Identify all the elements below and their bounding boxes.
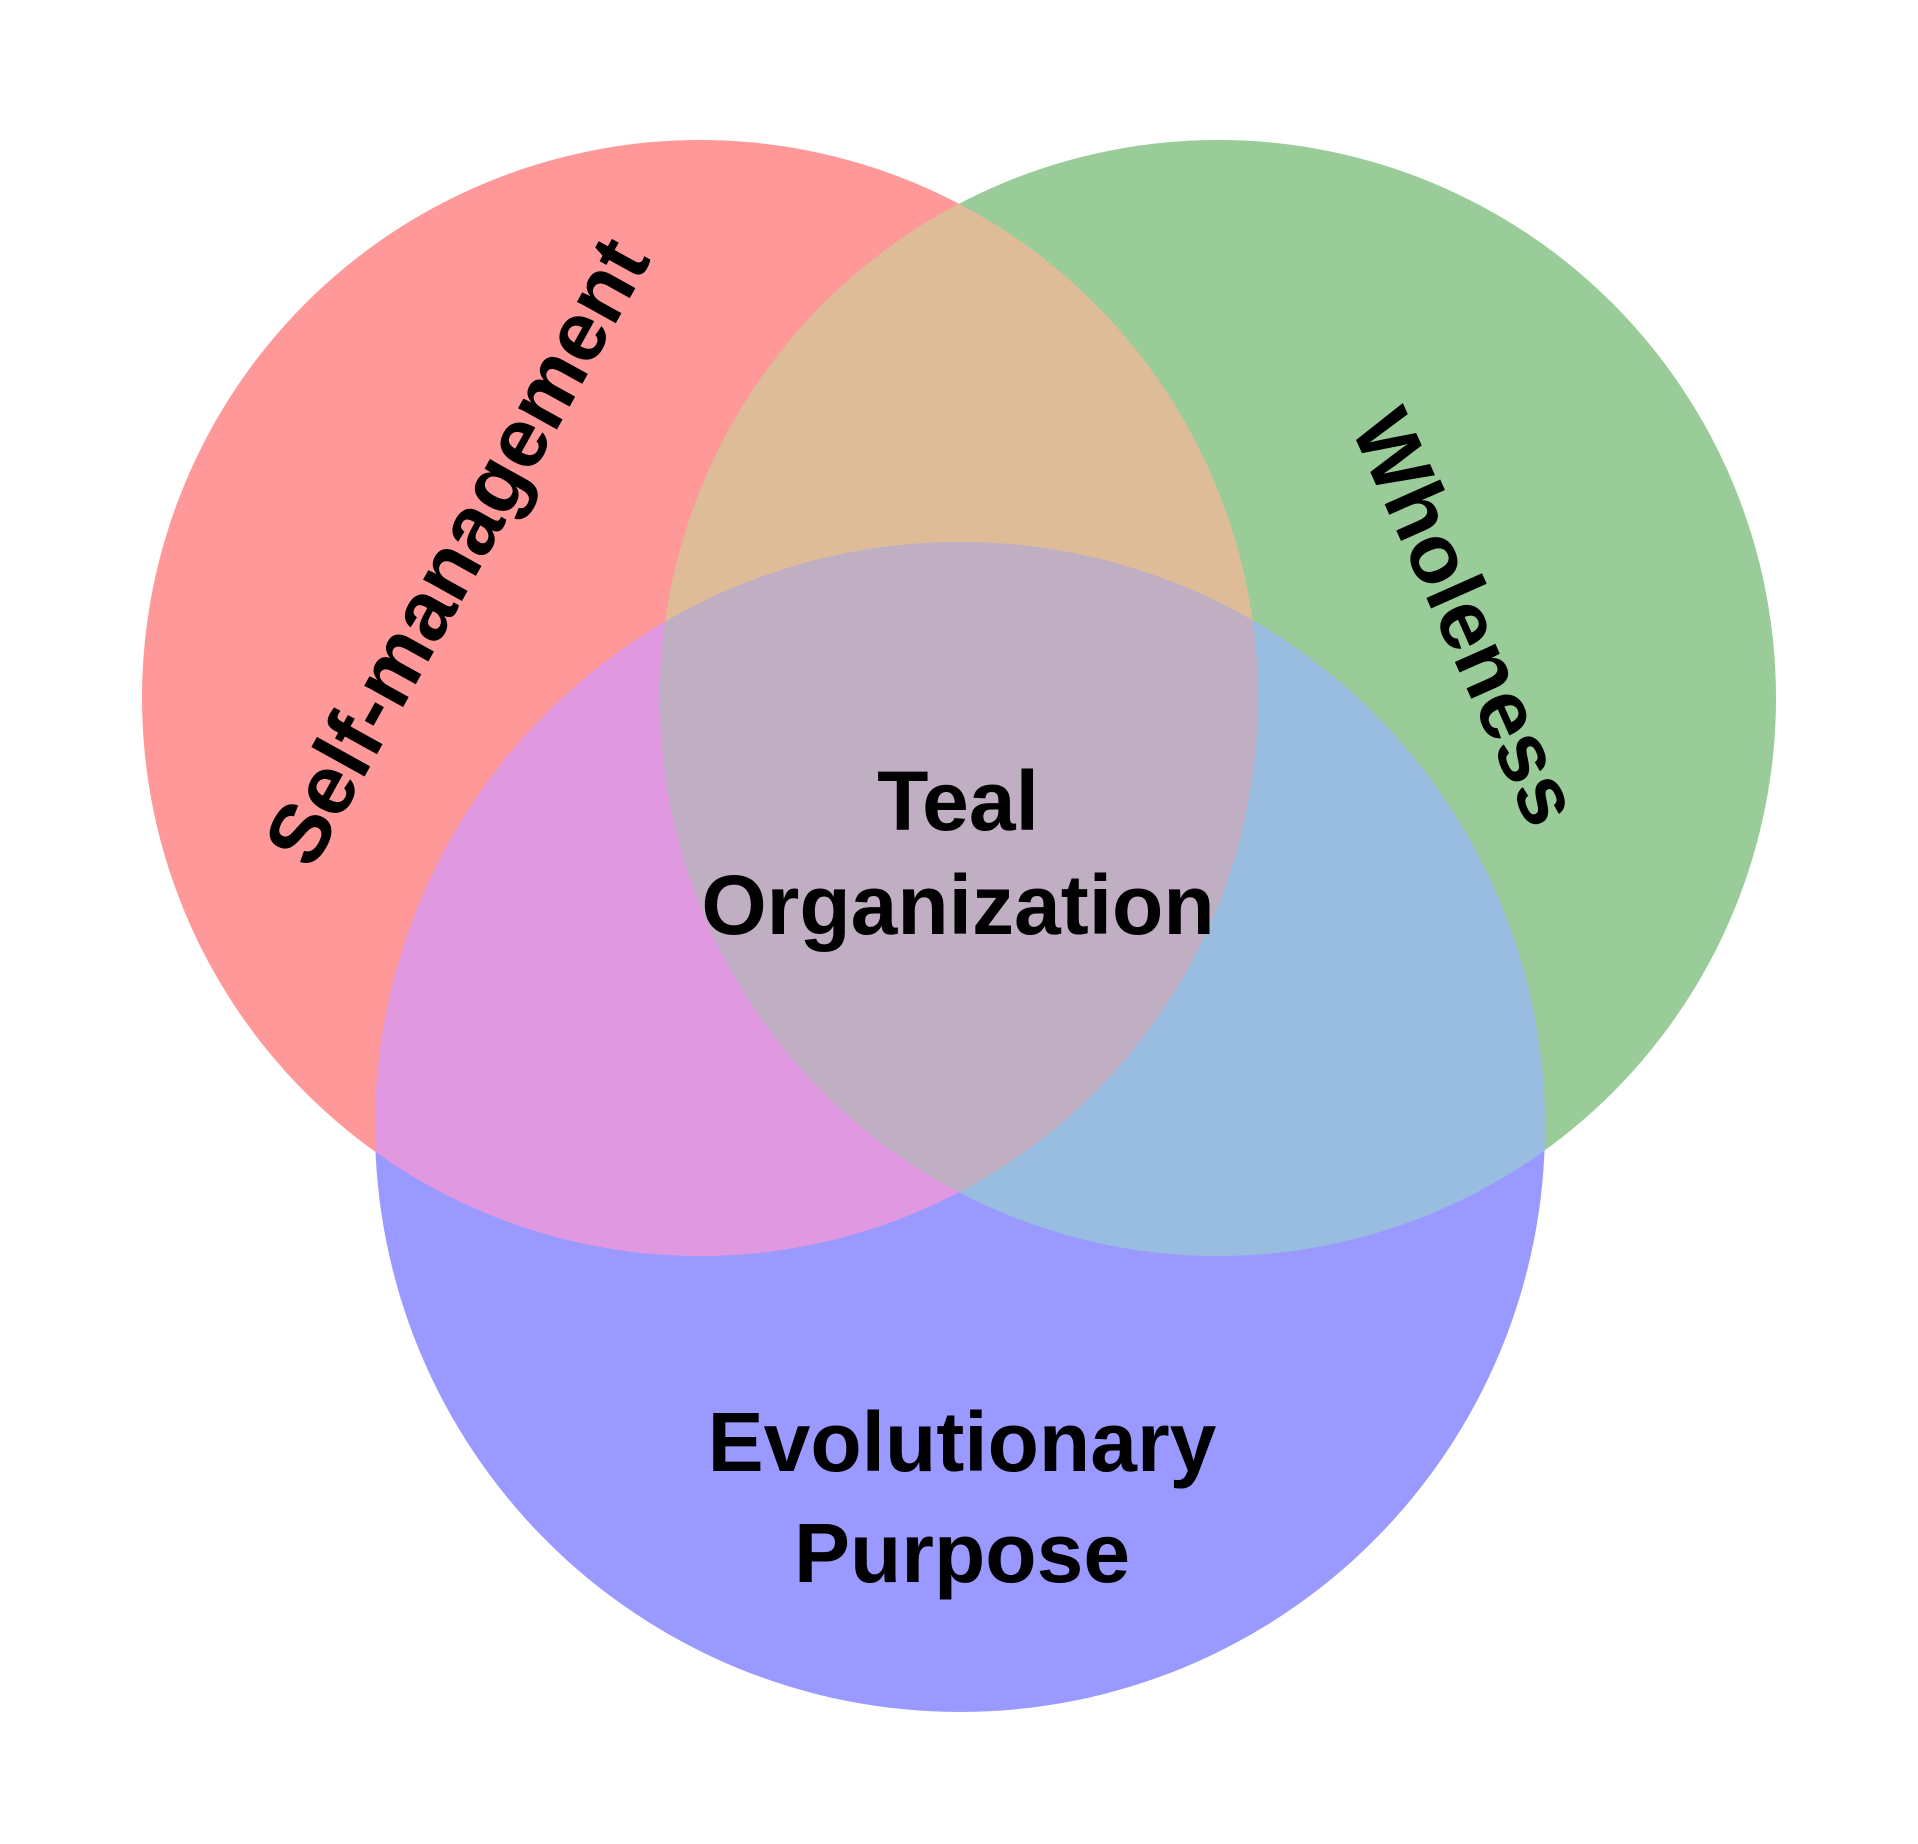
label-evolutionary-purpose-line2: Purpose <box>794 1506 1130 1600</box>
label-teal-organization-line2: Organization <box>701 858 1214 952</box>
label-evolutionary-purpose-line1: Evolutionary <box>708 1395 1217 1489</box>
label-teal-organization-line1: Teal <box>877 754 1039 848</box>
